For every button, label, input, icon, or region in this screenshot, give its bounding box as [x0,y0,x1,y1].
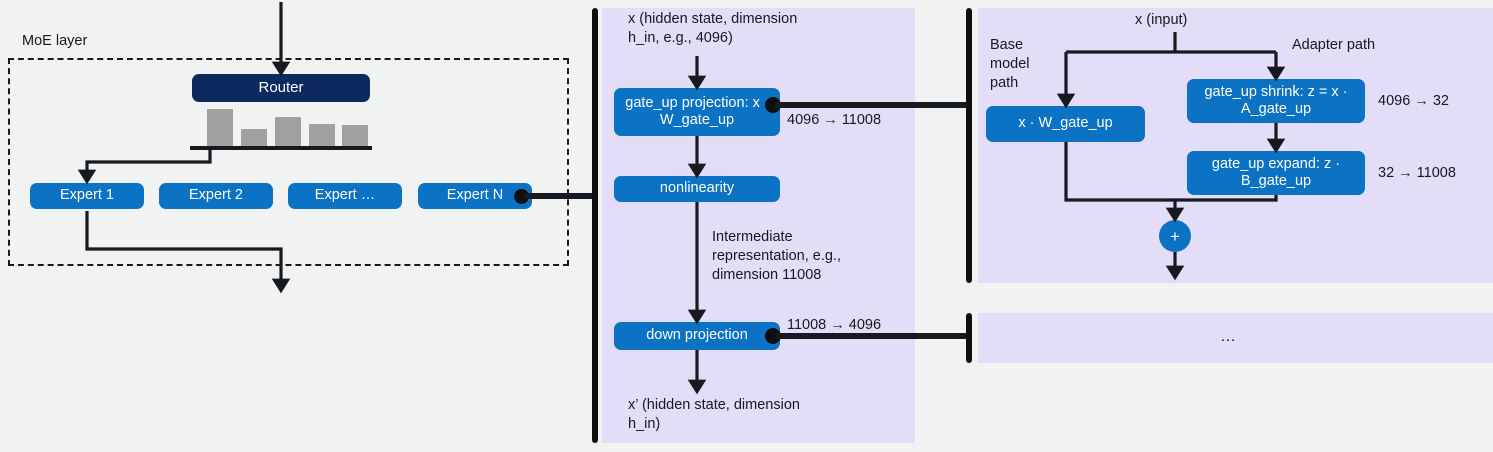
intermediate-representation-label: Intermediate representation, e.g., dimen… [712,229,841,283]
expert-n-to-detail-line [524,193,596,199]
lora-input-label: x (input) [1135,12,1188,28]
expert-output-label: x’ (hidden state, dimension h_in) [628,397,800,432]
expert-input-label: x (hidden state, dimension h_in, e.g., 4… [628,11,798,46]
down-projection-node[interactable]: down projection [614,322,780,350]
router-weight-bar [241,129,267,146]
gate-up-dims-label: 4096 → 11008 [787,112,882,128]
expert-node-n[interactable]: Expert N [418,183,532,209]
router-node[interactable]: Router [192,74,370,102]
base-model-path-label: Base model path [990,37,1030,91]
more-experts-ellipsis: … [1220,328,1238,345]
nonlinearity-node[interactable]: nonlinearity [614,176,780,202]
expert-node-1[interactable]: Expert 1 [30,183,144,209]
router-weight-chart [190,106,372,146]
router-chart-baseline [190,146,372,150]
router-weight-bar [342,125,368,146]
sum-node[interactable]: + [1159,220,1191,252]
moe-layer-title: MoE layer [22,33,88,49]
expert-node-2[interactable]: Expert 2 [159,183,273,209]
adapter-path-label: Adapter path [1292,37,1376,53]
gate-up-expand-dims-label: 32 → 11008 [1378,165,1456,181]
lora-detail-bracket [966,8,972,283]
lora-detail-panel [978,8,1493,283]
more-experts-bracket [966,313,972,363]
gate-up-connector-dot [765,97,781,113]
down-projection-to-more-line [775,333,971,339]
expert-detail-panel [602,8,915,443]
expert-node-ellipsis[interactable]: Expert … [288,183,402,209]
expert-n-connector-dot [514,189,529,204]
gate-up-projection-node[interactable]: gate_up projection: x · W_gate_up [614,88,780,136]
router-weight-bar [207,109,233,146]
more-experts-panel [978,313,1493,363]
base-model-node[interactable]: x · W_gate_up [986,106,1145,142]
down-projection-dims-label: 11008 → 4096 [787,317,882,333]
gate-up-shrink-dims-label: 4096 → 32 [1378,93,1449,109]
down-projection-connector-dot [765,328,781,344]
gate-up-expand-node[interactable]: gate_up expand: z · B_gate_up [1187,151,1365,195]
moe-layer-container [8,58,569,266]
router-weight-bar [309,124,335,146]
expert-detail-bracket [592,8,598,443]
gate-up-shrink-node[interactable]: gate_up shrink: z = x · A_gate_up [1187,79,1365,123]
gate-up-to-lora-line [775,102,971,108]
router-weight-bar [275,117,301,146]
